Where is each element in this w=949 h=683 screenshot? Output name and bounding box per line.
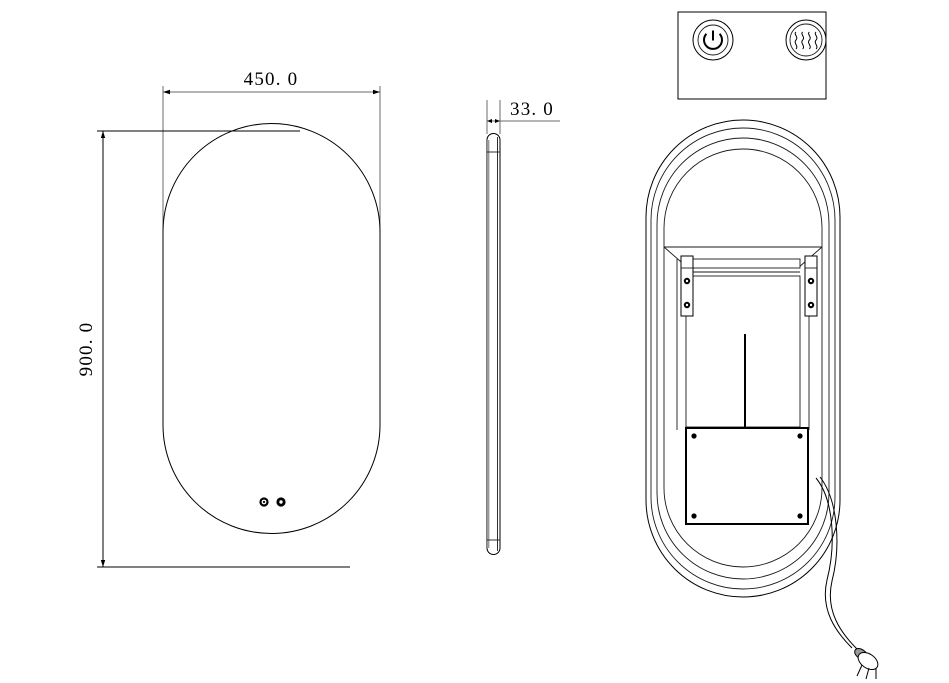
defogger-button[interactable]: [785, 19, 827, 61]
power-button[interactable]: [692, 19, 734, 61]
front-view-touch-sensors: [259, 497, 286, 507]
power-icon: [703, 30, 723, 50]
back-view-assembly: [645, 119, 879, 680]
height-dimension-label: 900. 0: [76, 322, 97, 377]
front-view-mirror-outline: [162, 123, 381, 534]
power-cable: [815, 476, 858, 650]
depth-dimension-label: 33. 0: [510, 99, 554, 120]
width-dimension-label: 450. 0: [244, 69, 299, 90]
power-plug: [854, 648, 879, 680]
dimension-width-450: [162, 86, 381, 330]
dimension-height-900: [97, 130, 350, 568]
heat-wave-icon: [794, 31, 818, 50]
driver-box: [685, 427, 809, 525]
control-panel-detail: [677, 11, 827, 100]
dimension-depth-33: [486, 100, 560, 134]
mounting-bracket-right: [804, 255, 818, 317]
hanging-rail: [685, 258, 801, 428]
mounting-bracket-left: [680, 255, 694, 317]
side-view-profile: [486, 133, 501, 555]
back-view-frame-outlines: [645, 119, 841, 598]
